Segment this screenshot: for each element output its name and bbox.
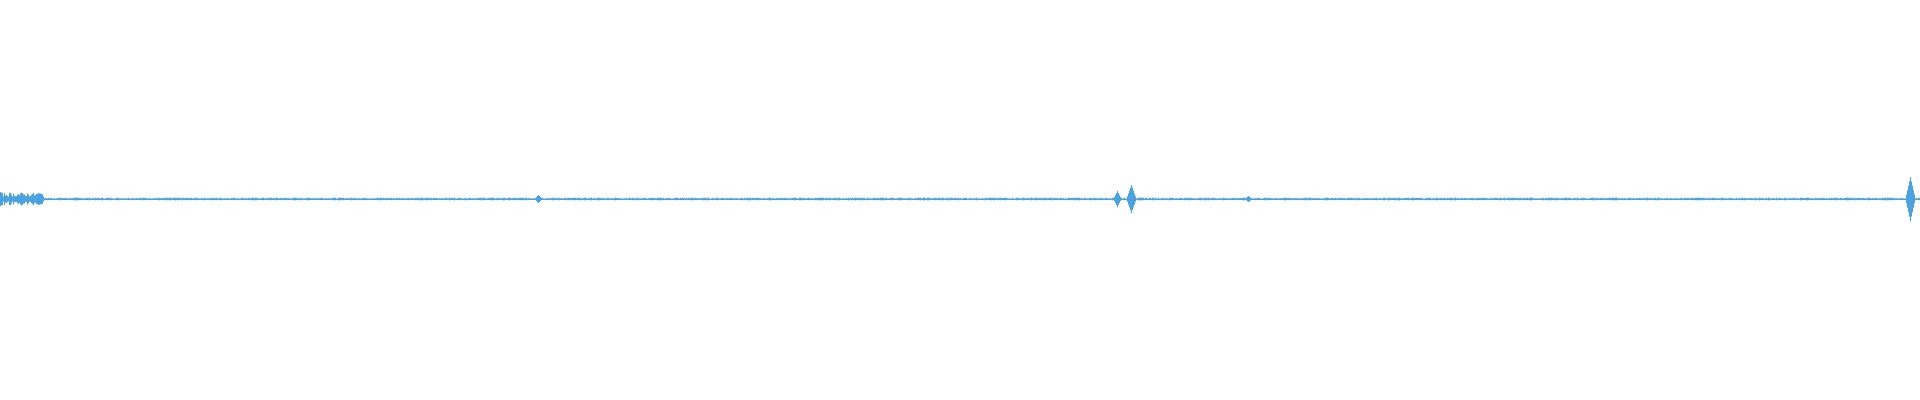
waveform-trace (0, 177, 1920, 221)
